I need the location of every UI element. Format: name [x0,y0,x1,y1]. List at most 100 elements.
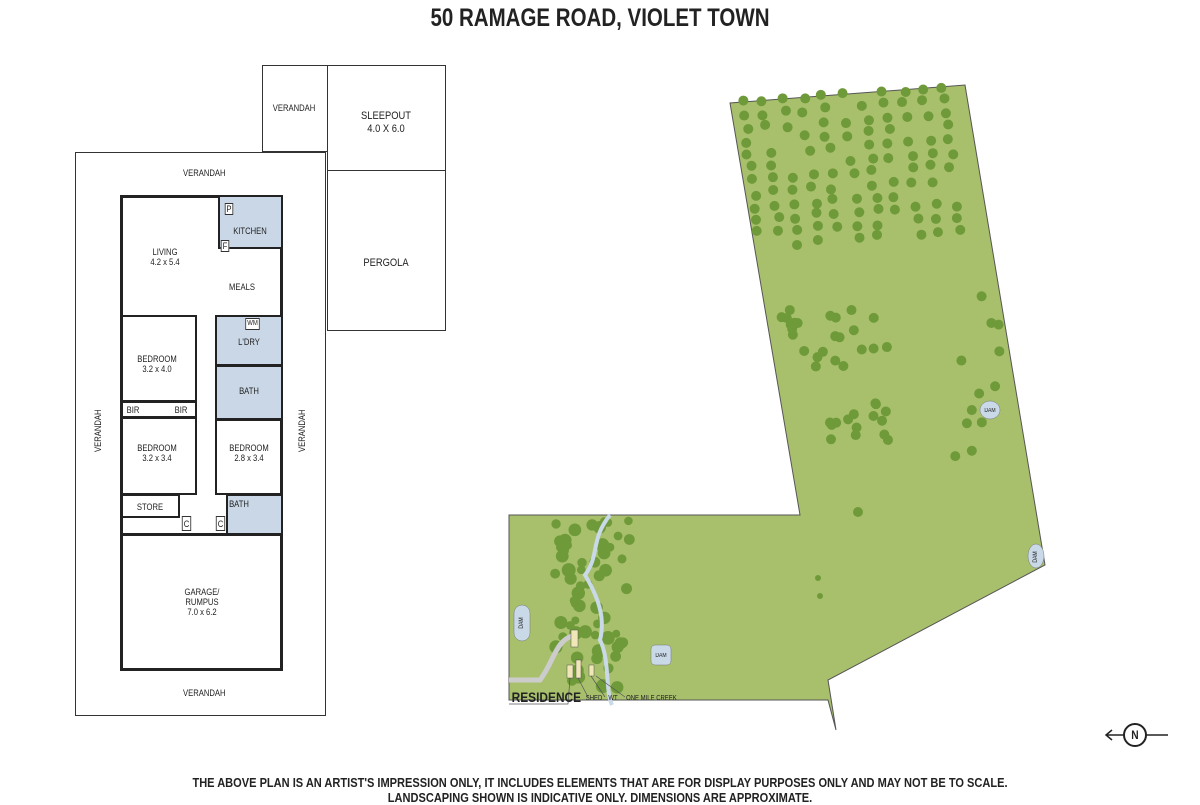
tree [825,184,836,195]
tree [868,410,879,421]
tree [840,118,851,129]
bedroom-3-name: BEDROOM [229,443,269,453]
tree [888,176,899,187]
laundry-label: L'DRY [238,337,260,347]
driveway [509,632,576,683]
tree [769,200,780,211]
tree [931,198,942,209]
sleepout-name: SLEEPOUT [361,110,411,122]
tree [849,168,860,179]
tree [792,224,803,235]
tree [939,93,950,104]
tree [782,122,793,133]
tree [558,545,570,556]
tree [837,88,848,99]
tree [741,137,752,148]
meals-label: MEALS [229,282,255,292]
tree [593,570,605,582]
tree [966,445,977,456]
tree [950,451,961,462]
tree [990,381,1001,392]
tree [948,149,959,160]
pantry-label: P [224,203,234,215]
verandah-top-label: VERANDAH [183,168,226,178]
cupboard-2-label: C [215,516,226,531]
tree [828,209,839,220]
tree [749,203,760,214]
tree [605,542,615,552]
residence-label: RESIDENCE [511,689,582,705]
tree [825,310,836,321]
tree [811,207,822,218]
tree [808,169,819,180]
tree [927,177,938,188]
tree [872,192,883,203]
tree [570,598,581,609]
north-label: N [1131,728,1139,742]
tree [936,82,947,93]
tree [826,419,837,430]
tree [601,631,615,645]
tree [805,181,816,192]
tree [741,149,752,160]
tree [817,346,828,357]
tree [976,417,987,428]
page-title: 50 RAMAGE ROAD, VIOLET TOWN [430,4,770,32]
tree [623,534,635,545]
tree [882,112,893,123]
tree [926,135,937,146]
verandah-outline [75,152,326,716]
tree [766,160,777,171]
living-size: 4.2 x 5.4 [150,257,180,267]
leader-lines [509,675,626,705]
bir-2-label: BIR [174,405,188,415]
tree [738,95,749,106]
tree [746,160,757,171]
tree [820,102,831,113]
tree [591,652,603,665]
disclaimer-line-2: LANDSCAPING SHOWN IS INDICATIVE ONLY. DI… [387,790,813,805]
wt-building [588,664,595,677]
bedroom-3-size: 2.8 x 3.4 [234,453,264,463]
tree [897,97,908,108]
tree [881,342,892,353]
garage-size: 7.0 x 6.2 [187,607,217,617]
tree [976,291,987,302]
land-parcel [508,84,1046,731]
tree [792,239,803,250]
kitchen-label: KITCHEN [233,226,267,236]
tree [910,201,921,212]
tree [805,145,816,156]
pergola-label: PERGOLA [363,257,409,269]
tree [811,198,822,209]
tree [872,220,883,231]
tree [856,100,867,111]
tree [961,418,972,429]
tree [863,125,874,136]
sleepout-size: 4.0 X 6.0 [367,123,405,135]
tree [780,105,791,116]
tree [880,406,891,417]
garage-name: GARAGE/ [184,587,220,597]
dam-4-label: DAM [1033,551,1039,563]
tree [832,221,843,232]
trees [549,82,1005,694]
living-name: LIVING [152,247,178,257]
tree [819,131,830,142]
bath-2-label: BATH [229,499,249,509]
tree [812,234,823,245]
tree [818,117,829,128]
store-label: STORE [136,502,164,512]
bedroom-1-size: 3.2 x 4.0 [142,364,172,374]
residence-building [570,629,579,648]
bedroom-2-size: 3.2 x 3.4 [142,453,172,463]
tree [568,523,582,537]
dam-3-label: DAM [984,408,996,414]
tree [787,184,798,195]
garage-name-2: RUMPUS [185,597,219,607]
tree [550,568,561,579]
bath-1-room [215,365,283,420]
tree [777,93,788,104]
